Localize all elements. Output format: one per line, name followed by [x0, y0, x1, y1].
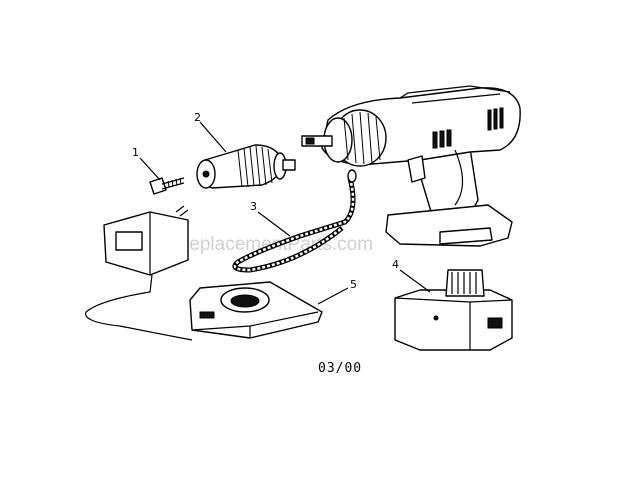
charger-base-icon — [189, 281, 323, 339]
watermark: eReplacementParts.com — [165, 234, 373, 255]
screw-icon — [149, 177, 185, 195]
callout-3: 3 — [250, 200, 257, 213]
callout-2: 2 — [194, 111, 201, 124]
date-code: 03/00 — [318, 361, 362, 376]
callout-leaders — [139, 121, 431, 305]
wrist-strap-icon — [232, 169, 357, 273]
callout-5: 5 — [350, 278, 357, 291]
cordless-drill-icon — [301, 85, 521, 247]
chuck-icon — [196, 144, 296, 189]
battery-pack-icon — [394, 269, 513, 351]
callout-4: 4 — [392, 258, 399, 271]
wall-adapter-icon — [85, 205, 193, 341]
callout-1: 1 — [132, 146, 139, 159]
